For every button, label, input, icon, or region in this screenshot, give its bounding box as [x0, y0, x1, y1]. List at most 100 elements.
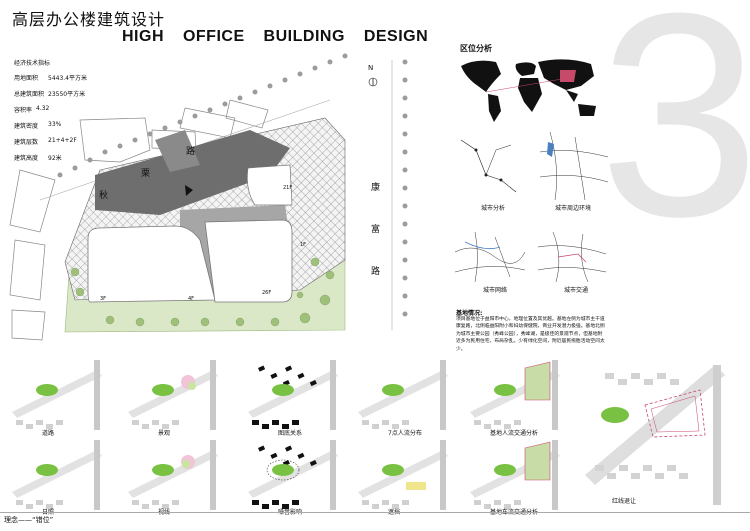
redline-boundary: [644, 389, 706, 438]
diagram-road: [12, 450, 102, 498]
diagram-block: [514, 500, 521, 505]
diagram-block: [172, 500, 179, 505]
diagram-block: [162, 424, 169, 429]
diagram-block: [252, 500, 259, 505]
diagram-block: [262, 504, 269, 509]
diagram-block: [252, 420, 259, 425]
diagram-block: [56, 420, 63, 425]
road-label: 秋: [99, 191, 109, 201]
diagram-caption: 7点人流分布: [388, 430, 422, 437]
diagram-park: [382, 384, 404, 396]
diagram-caption: 景观: [158, 430, 171, 437]
diagram-road-vertical: [552, 440, 558, 510]
redline-park: [601, 407, 629, 423]
diagram-block: [362, 500, 369, 505]
diagram-road-vertical: [94, 440, 100, 510]
site-description-text: 项目基地位于益阳市中心，地理位置及其优越。基地左侧为城市主干道康复路，北侧临益阳…: [456, 317, 605, 352]
diagram-block: [16, 500, 23, 505]
diagram-block: [494, 420, 501, 425]
office-block-left: [87, 225, 216, 303]
site-description-heading: 基地情况:: [456, 310, 483, 317]
floor-label: 1F: [300, 242, 307, 248]
diagram-block: [474, 500, 481, 505]
road-label: 路: [371, 267, 381, 277]
road-label: 栗: [141, 169, 151, 179]
diagram-block: [309, 379, 317, 387]
diagram-block: [132, 500, 139, 505]
diagram-block: [402, 500, 409, 505]
diagram-block: [142, 424, 149, 429]
diagram-block: [36, 420, 43, 425]
diagram-road-vertical: [440, 360, 446, 430]
diagram-block: [382, 500, 389, 505]
diagram-block: [26, 424, 33, 429]
city-analysis-map: [460, 139, 517, 193]
diagram-park: [494, 464, 516, 476]
diagram-block: [504, 424, 511, 429]
diagram-park: [36, 384, 58, 396]
floor-label: 3F: [100, 296, 107, 302]
city-network-map: [454, 231, 526, 283]
north-label: N: [368, 64, 374, 72]
tech-heading: 经济技术指标: [14, 60, 51, 67]
diagram-shade: [406, 482, 426, 490]
diagram-block: [309, 459, 317, 467]
floor-label: 26F: [262, 290, 272, 296]
city-traffic-map: [537, 231, 607, 283]
podium: [95, 130, 290, 215]
diagram-block: [152, 500, 159, 505]
title-english: HIGH OFFICE BUILDING DESIGN: [122, 28, 429, 45]
lawn-trees: [70, 257, 335, 327]
caption-city-network: 城市网络: [483, 287, 508, 294]
diagram-block: [514, 420, 521, 425]
diagram-block: [484, 504, 491, 509]
diagram-block: [272, 420, 279, 425]
diagram-block: [292, 500, 299, 505]
floor-label: 4F: [188, 296, 195, 302]
redline-caption: 红线退让: [612, 498, 637, 505]
world-map: [456, 56, 606, 124]
diagram-block: [270, 372, 278, 379]
road-label: 路: [186, 147, 196, 157]
diagram-park: [494, 384, 516, 396]
sheet-number: 3: [598, 0, 750, 277]
diagram-block: [36, 500, 43, 505]
title-chinese: 高层办公楼建筑设计: [12, 10, 166, 29]
diagram-road: [12, 370, 102, 418]
diagram-road-vertical: [440, 440, 446, 510]
diagram-park: [152, 384, 174, 396]
diagram-block: [292, 420, 299, 425]
diagram-road: [358, 370, 448, 418]
surroundings-map: [539, 131, 609, 201]
diagram-block: [257, 445, 266, 452]
diagram-block: [152, 420, 159, 425]
diagram-block: [484, 424, 491, 429]
diagram-block: [46, 424, 53, 429]
caption-city-analysis: 城市分析: [481, 205, 506, 212]
diagram-block: [172, 420, 179, 425]
diagram-road: [128, 370, 218, 418]
diagram-road-vertical: [552, 360, 558, 430]
diagram-road: [358, 450, 448, 498]
diagram-block: [504, 504, 511, 509]
diagram-caption: 图底关系: [278, 430, 303, 437]
diagram-block: [142, 504, 149, 509]
diagram-block: [297, 452, 305, 459]
diagram-block: [282, 424, 289, 429]
tree-row-diagonal: [57, 53, 348, 178]
diagram-road: [248, 370, 338, 418]
diagram-block: [402, 420, 409, 425]
diagram-block: [392, 504, 399, 509]
diagram-block: [362, 420, 369, 425]
diagram-block: [272, 500, 279, 505]
diagram-road-vertical: [94, 360, 100, 430]
diagram-caption: 道路: [42, 430, 55, 437]
caption-city-traffic: 城市交通: [564, 287, 589, 294]
diagram-block: [262, 424, 269, 429]
diagram-block: [474, 420, 481, 425]
concept-footer: 理念——“错位”: [4, 516, 54, 524]
